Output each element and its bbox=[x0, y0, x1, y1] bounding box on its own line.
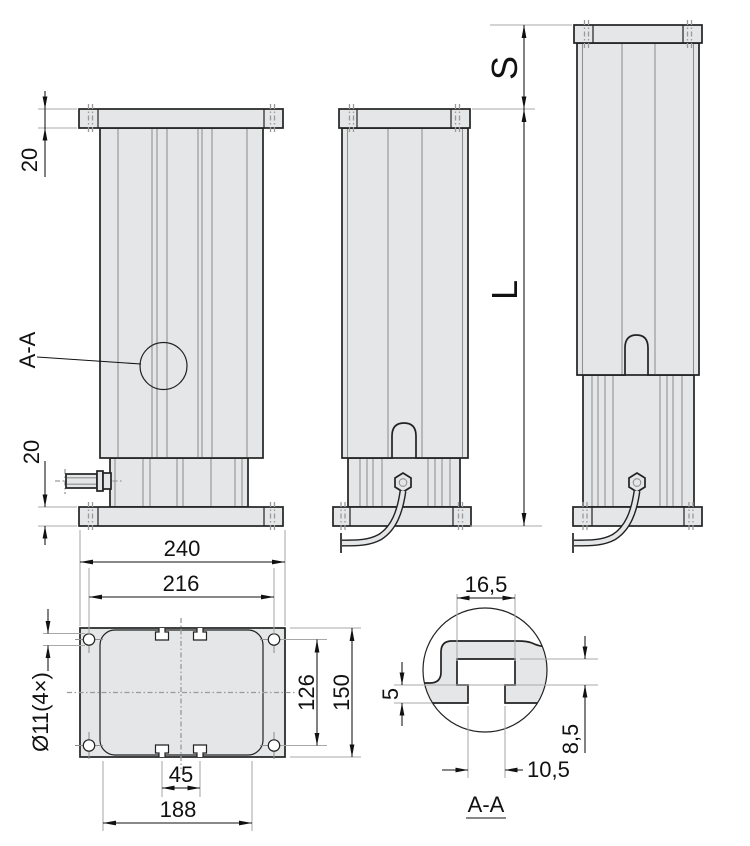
retracted-lower-tube-ribs bbox=[359, 459, 451, 506]
dim-hole-spacing-width: 216 bbox=[88, 568, 275, 634]
mounting-holes bbox=[75, 626, 288, 759]
front-lower-housing-ribs bbox=[114, 459, 243, 506]
section-aa-view: 16,5 5 8,5 10,5 A-A bbox=[378, 572, 598, 819]
cable-gland-retracted bbox=[394, 471, 412, 494]
base-plate-view: 240 216 Ø11(4×) 126 bbox=[28, 530, 361, 831]
extended-top-flange bbox=[573, 20, 703, 48]
dim-slot-depth: 8,5 bbox=[558, 636, 588, 755]
front-upper-tube-extrusion-lines bbox=[117, 129, 248, 457]
retracted-upper-tube-extrusion-lines bbox=[346, 129, 464, 457]
dim-slot-lip-height-text: 5 bbox=[378, 688, 403, 700]
mounting-hole bbox=[75, 732, 103, 759]
retracted-upper-tube bbox=[341, 127, 469, 459]
section-detail-circle bbox=[422, 607, 548, 733]
dim-slot-spacing-text: 45 bbox=[169, 762, 193, 787]
dim-base-width-text: 240 bbox=[164, 536, 201, 561]
front-view: A-A 20 20 bbox=[15, 91, 284, 545]
dim-base-depth: 150 bbox=[290, 627, 361, 758]
dim-hole-spacing-depth-text: 126 bbox=[294, 674, 319, 711]
dim-slot-width-text: 16,5 bbox=[465, 572, 508, 597]
dim-slot-spacing: 45 bbox=[161, 761, 201, 797]
dim-slot-group-width-text: 188 bbox=[160, 797, 197, 822]
power-cable-retracted bbox=[340, 490, 407, 553]
plate-centerlines bbox=[67, 618, 297, 769]
dim-hole-spacing-width-text: 216 bbox=[163, 571, 200, 596]
retracted-top-flange bbox=[338, 104, 471, 133]
dim-hole-diameter-text: Ø11(4×) bbox=[28, 672, 53, 752]
side-connector bbox=[55, 469, 123, 494]
side-view-retracted bbox=[332, 104, 472, 553]
section-callout-leader bbox=[36, 356, 142, 365]
dim-stroke-text: S bbox=[484, 56, 525, 80]
front-lower-housing bbox=[109, 457, 249, 508]
dim-slot-group-width: 188 bbox=[102, 761, 253, 831]
power-cable-extended bbox=[572, 490, 641, 553]
section-title: A-A bbox=[466, 792, 506, 819]
extended-upper-tube bbox=[576, 42, 700, 376]
section-callout-label: A-A bbox=[15, 331, 40, 368]
section-cut-circle bbox=[139, 341, 188, 391]
dim-top-flange-thickness-text: 20 bbox=[17, 148, 42, 172]
dim-bottom-flange-thickness-text: 20 bbox=[19, 440, 44, 464]
front-top-flange-hole-lines bbox=[87, 104, 276, 133]
dim-slot-width: 16,5 bbox=[457, 572, 515, 601]
front-top-flange bbox=[78, 104, 284, 133]
dim-stroke: S bbox=[472, 24, 572, 110]
dim-base-width: 240 bbox=[79, 530, 286, 626]
cable-gland-extended bbox=[628, 471, 646, 494]
dim-top-flange-thickness: 20 bbox=[17, 91, 77, 177]
section-title-text: A-A bbox=[468, 792, 505, 817]
extended-lower-tube-ribs bbox=[591, 376, 683, 506]
side-view-extended bbox=[572, 20, 703, 553]
front-upper-tube bbox=[99, 127, 264, 459]
front-bottom-flange-hole-lines bbox=[87, 502, 276, 531]
dim-extended-length-text: L bbox=[484, 280, 525, 300]
t-slot-marks bbox=[154, 628, 208, 757]
retracted-bottom-flange bbox=[332, 502, 472, 531]
dim-slot-opening: 10,5 bbox=[442, 757, 570, 782]
extended-upper-tube-extrusion-lines bbox=[581, 44, 695, 374]
dim-slot-lip-height: 5 bbox=[378, 662, 405, 726]
extended-bottom-flange bbox=[572, 502, 703, 531]
dim-slot-depth-text: 8,5 bbox=[558, 724, 583, 755]
t-slot-profile-section bbox=[423, 640, 547, 704]
dim-slot-opening-text: 10,5 bbox=[527, 757, 570, 782]
dim-extended-length: L bbox=[470, 109, 542, 527]
dim-bottom-flange-thickness: 20 bbox=[19, 440, 77, 545]
dim-hole-spacing-depth: 126 bbox=[281, 638, 327, 747]
dim-hole-diameter: Ø11(4×) bbox=[28, 609, 85, 752]
front-bottom-flange bbox=[78, 502, 284, 531]
dim-base-depth-text: 150 bbox=[329, 674, 354, 711]
